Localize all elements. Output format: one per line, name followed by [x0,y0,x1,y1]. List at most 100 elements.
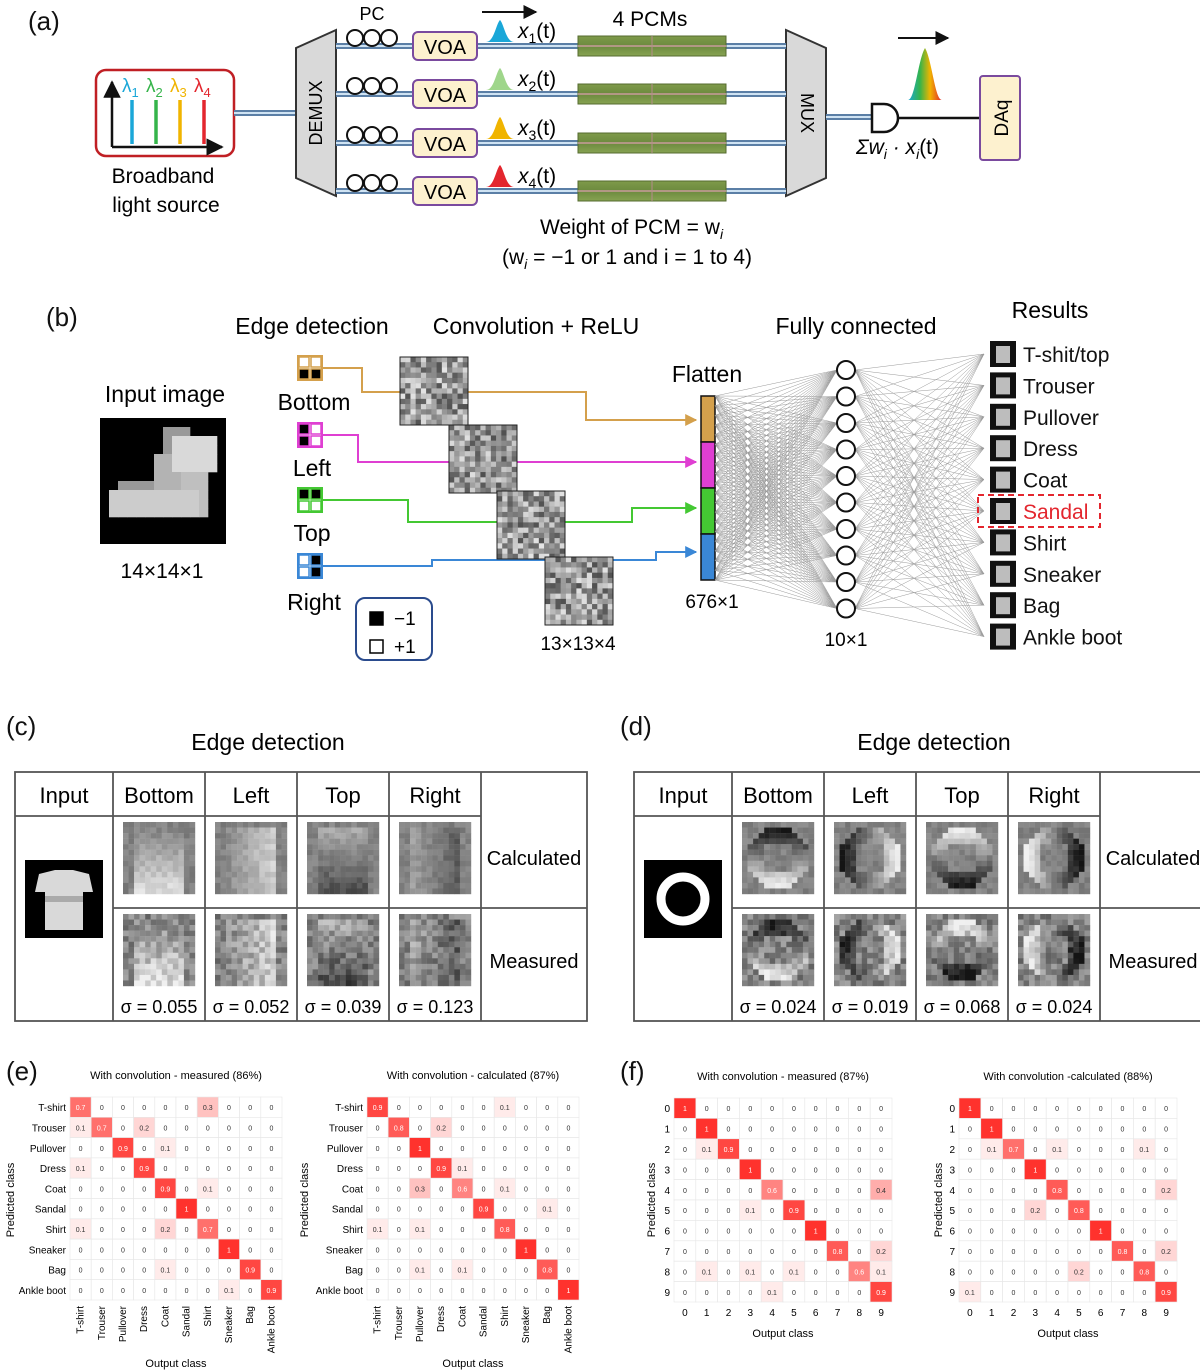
cell-value: 0 [1033,1147,1037,1154]
row-label: Bag [48,1266,66,1277]
cell-value: 0 [163,1125,167,1132]
fc-dim: 10×1 [825,630,868,651]
table-header-right: Right [1028,783,1079,808]
cell-value: 0 [185,1105,189,1112]
cell-value: 0 [524,1227,528,1234]
edge-map-right-measured [1018,914,1091,987]
column-label: 6 [813,1308,819,1319]
column-label: Pullover [415,1305,426,1342]
edge-map-bottom-calculated [742,822,815,895]
cell-value: 1 [1099,1229,1103,1236]
sigma-value: σ = 0.123 [397,997,474,1017]
cell-value: 0 [770,1147,774,1154]
cell-value: 0 [163,1288,167,1295]
column-label: Bag [542,1306,553,1324]
fc-node [836,466,856,486]
kernel-label-right: Right [287,589,341,615]
cell-value: 0.3 [415,1186,425,1193]
row-label: 7 [664,1247,670,1258]
cell-value: 0 [1077,1188,1081,1195]
column-label: 5 [1076,1308,1082,1319]
y-axis-label: Predicted class [299,1162,311,1237]
cell-value: 0 [503,1146,507,1153]
row-label: 6 [949,1227,955,1238]
cell-value: 0 [705,1188,709,1195]
cell-value: 0 [439,1105,443,1112]
cell-value: 0 [248,1146,252,1153]
row-label: 5 [949,1206,955,1217]
cell-value: 0.1 [415,1268,425,1275]
cell-value: 0.8 [1074,1208,1084,1215]
row-label: Sneaker [326,1245,364,1256]
cell-value: 1 [524,1247,528,1254]
fc-node [836,492,856,513]
matrix-cell [557,1279,580,1301]
lambda-label-4: λ4 [194,76,211,100]
pc-label: PC [359,4,384,24]
matrix-cell [260,1279,283,1301]
cell-value: 0 [879,1106,883,1113]
cell-value: 0.1 [224,1288,234,1295]
cell-value: 0 [545,1227,549,1234]
result-item: Pullover [990,403,1099,430]
cell-value: 0 [879,1127,883,1134]
flatten-segment-2 [700,441,716,489]
row-label: Sandal [35,1205,66,1216]
cell-value: 0 [227,1227,231,1234]
cell-value: 0 [418,1288,422,1295]
voa-box [412,176,478,206]
voa-box [412,31,478,61]
cell-value: 0 [482,1105,486,1112]
cell-value: 0 [990,1290,994,1297]
table-header-left: Left [233,783,270,808]
photodetector-icon [870,102,900,134]
cell-value: 0 [227,1125,231,1132]
kernel-right: Right [287,553,341,615]
cell-value: 0 [770,1208,774,1215]
legend-swatch-plus [369,639,384,654]
lambda-label-3: λ3 [170,76,187,100]
cell-value: 0 [100,1268,104,1275]
signal-label-4: x4(t) [517,165,556,191]
column-label: 7 [1120,1308,1126,1319]
voa-box [412,128,478,158]
cell-value: 0 [482,1186,486,1193]
mux-label: MUX [797,93,817,133]
cell-value: 0 [879,1208,883,1215]
column-label: 9 [878,1308,884,1319]
cell-value: 1 [990,1127,994,1134]
cell-value: 0 [770,1229,774,1236]
light-source-box [94,68,236,158]
cell-value: 0 [683,1249,687,1256]
sigma-value: σ = 0.068 [924,997,1001,1017]
cell-value: 0 [1142,1106,1146,1113]
cell-value: 0 [1033,1229,1037,1236]
cell-value: 0.7 [203,1227,213,1234]
row-label: 4 [949,1186,955,1197]
cell-value: 0 [990,1106,994,1113]
cell-value: 0.1 [876,1269,886,1276]
cell-value: 0 [524,1186,528,1193]
cell-value: 0 [545,1125,549,1132]
cell-value: 0 [1012,1167,1016,1174]
sigma-value: σ = 0.052 [213,997,290,1017]
cell-value: 0 [683,1229,687,1236]
demux-label: DEMUX [306,80,326,145]
cell-value: 0.1 [745,1208,755,1215]
sigma-value: σ = 0.039 [305,997,382,1017]
cell-value: 0.7 [1009,1147,1019,1154]
legend-swatch-minus [369,611,384,626]
column-label: 9 [1163,1308,1169,1319]
matrix-cell [1154,1281,1178,1303]
row-label: Ankle boot [316,1286,363,1297]
column-label: 1 [704,1308,710,1319]
cell-value: 0 [248,1186,252,1193]
source-label-line1: Broadband [112,165,215,188]
result-label: T-shit/top [1023,344,1109,367]
kernel-top: Top [293,487,331,546]
column-label: 3 [748,1308,754,1319]
signal-label-3: x3(t) [517,117,556,143]
